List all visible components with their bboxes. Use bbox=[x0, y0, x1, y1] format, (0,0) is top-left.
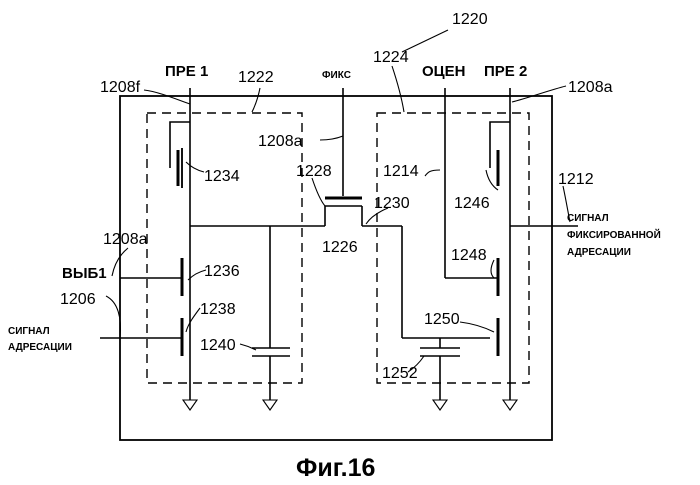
fixed-addr-signal-line2: ФИКСИРОВАННОЙ bbox=[567, 228, 661, 241]
ref-1226: 1226 bbox=[322, 239, 358, 256]
fixed-addr-signal-line1: СИГНАЛ bbox=[567, 213, 609, 224]
ref-1234: 1234 bbox=[204, 168, 240, 185]
ref-1246: 1246 bbox=[454, 195, 490, 212]
addr-signal-line2: АДРЕСАЦИИ bbox=[8, 342, 72, 353]
ref-1228: 1228 bbox=[296, 163, 332, 180]
ref-1214: 1214 bbox=[383, 163, 419, 180]
addr-signal-line1: СИГНАЛ bbox=[8, 326, 50, 337]
label-fix: ФИКС bbox=[322, 70, 351, 81]
ref-1208a-mid: 1208a bbox=[258, 133, 303, 150]
leader-lines bbox=[106, 30, 570, 372]
ref-1250: 1250 bbox=[424, 311, 460, 328]
ref-1236: 1236 bbox=[204, 263, 240, 280]
right-column-wires bbox=[445, 88, 578, 400]
outer-boundary-1208 bbox=[120, 96, 552, 440]
ref-1206: 1206 bbox=[60, 291, 96, 308]
ref-1248: 1248 bbox=[451, 247, 487, 264]
label-eval: ОЦЕН bbox=[422, 63, 465, 80]
ref-1208a-left: 1208a bbox=[103, 231, 148, 248]
ref-1220: 1220 bbox=[452, 11, 488, 28]
label-pre1: ПРЕ 1 bbox=[165, 63, 208, 80]
figure-caption: Фиг.16 bbox=[296, 454, 375, 482]
ref-1222: 1222 bbox=[238, 69, 274, 86]
ref-1212: 1212 bbox=[558, 171, 594, 188]
ref-1230: 1230 bbox=[374, 195, 410, 212]
ref-1224: 1224 bbox=[373, 49, 409, 66]
ground-symbols bbox=[183, 400, 517, 410]
ref-1238: 1238 bbox=[200, 301, 236, 318]
ref-1252: 1252 bbox=[382, 365, 418, 382]
ref-1240: 1240 bbox=[200, 337, 236, 354]
label-sel1: ВЫБ1 bbox=[62, 265, 107, 282]
fixed-addr-signal-line3: АДРЕСАЦИИ bbox=[567, 247, 631, 258]
label-pre2: ПРЕ 2 bbox=[484, 63, 527, 80]
ref-1208f: 1208f bbox=[100, 79, 141, 96]
ref-1208a-top-right: 1208a bbox=[568, 79, 613, 96]
transistor-1234 bbox=[170, 140, 178, 186]
